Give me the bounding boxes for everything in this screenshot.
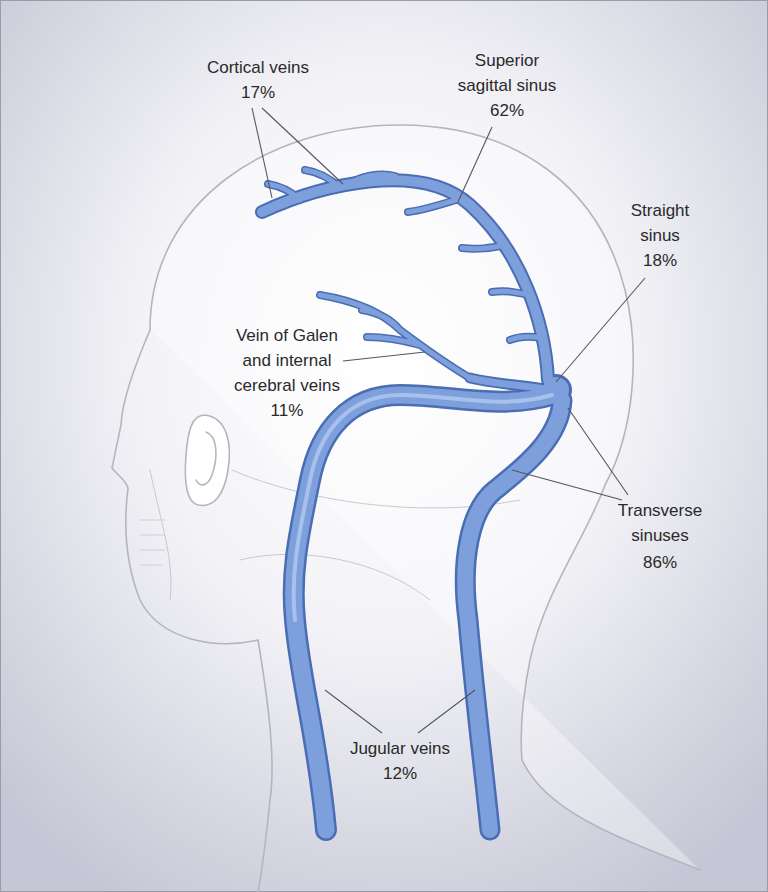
vein-highlight [294,395,552,620]
jaw-line [240,554,430,600]
callout-label: 12% [360,761,440,786]
leader-line [418,690,475,733]
straight-sinus [470,378,550,390]
callout-label: 17% [218,80,298,105]
face-outline [112,330,272,892]
callout-label: 86% [620,550,700,575]
head-outline [112,125,700,892]
vein-of-galen [320,295,470,378]
rear-transverse-jugular [465,400,562,830]
callout-label: 62% [467,98,547,123]
leader-line [568,408,628,495]
vein-fills [262,170,569,830]
callout-label: Jugular veins [320,736,480,761]
callout-label: Transverse sinuses [610,498,710,548]
front-transverse-jugular [294,395,552,830]
leader-line [458,127,492,202]
leader-line [325,690,382,733]
leader-line [252,108,272,198]
vein-edges [262,170,572,830]
skull-outline [150,125,700,870]
leader-line [512,470,622,500]
cortical-branches-fill [268,170,541,340]
front-transverse-jugular-fill [294,395,552,830]
callout-label: Vein of Galen and internal cerebral vein… [225,323,350,398]
vein-of-galen-fill [320,295,470,378]
leader-line [343,352,425,361]
confluence-fill [543,377,569,403]
callout-label: Superior sagittal sinus [448,48,566,98]
superior-sagittal-sinus-fill [262,180,548,380]
straight-sinus-fill [470,378,550,390]
teeth-lines [140,520,165,565]
leader-line [262,108,343,184]
ear-inner [196,432,216,485]
callout-label: 18% [620,248,700,273]
ear [185,415,229,505]
callout-label: Cortical veins [183,55,333,80]
callout-label: 11% [247,398,327,423]
rear-transverse-jugular-fill [465,400,562,830]
leader-line [556,278,645,382]
leader-lines [252,108,645,733]
callout-label: Straight sinus [620,198,700,248]
